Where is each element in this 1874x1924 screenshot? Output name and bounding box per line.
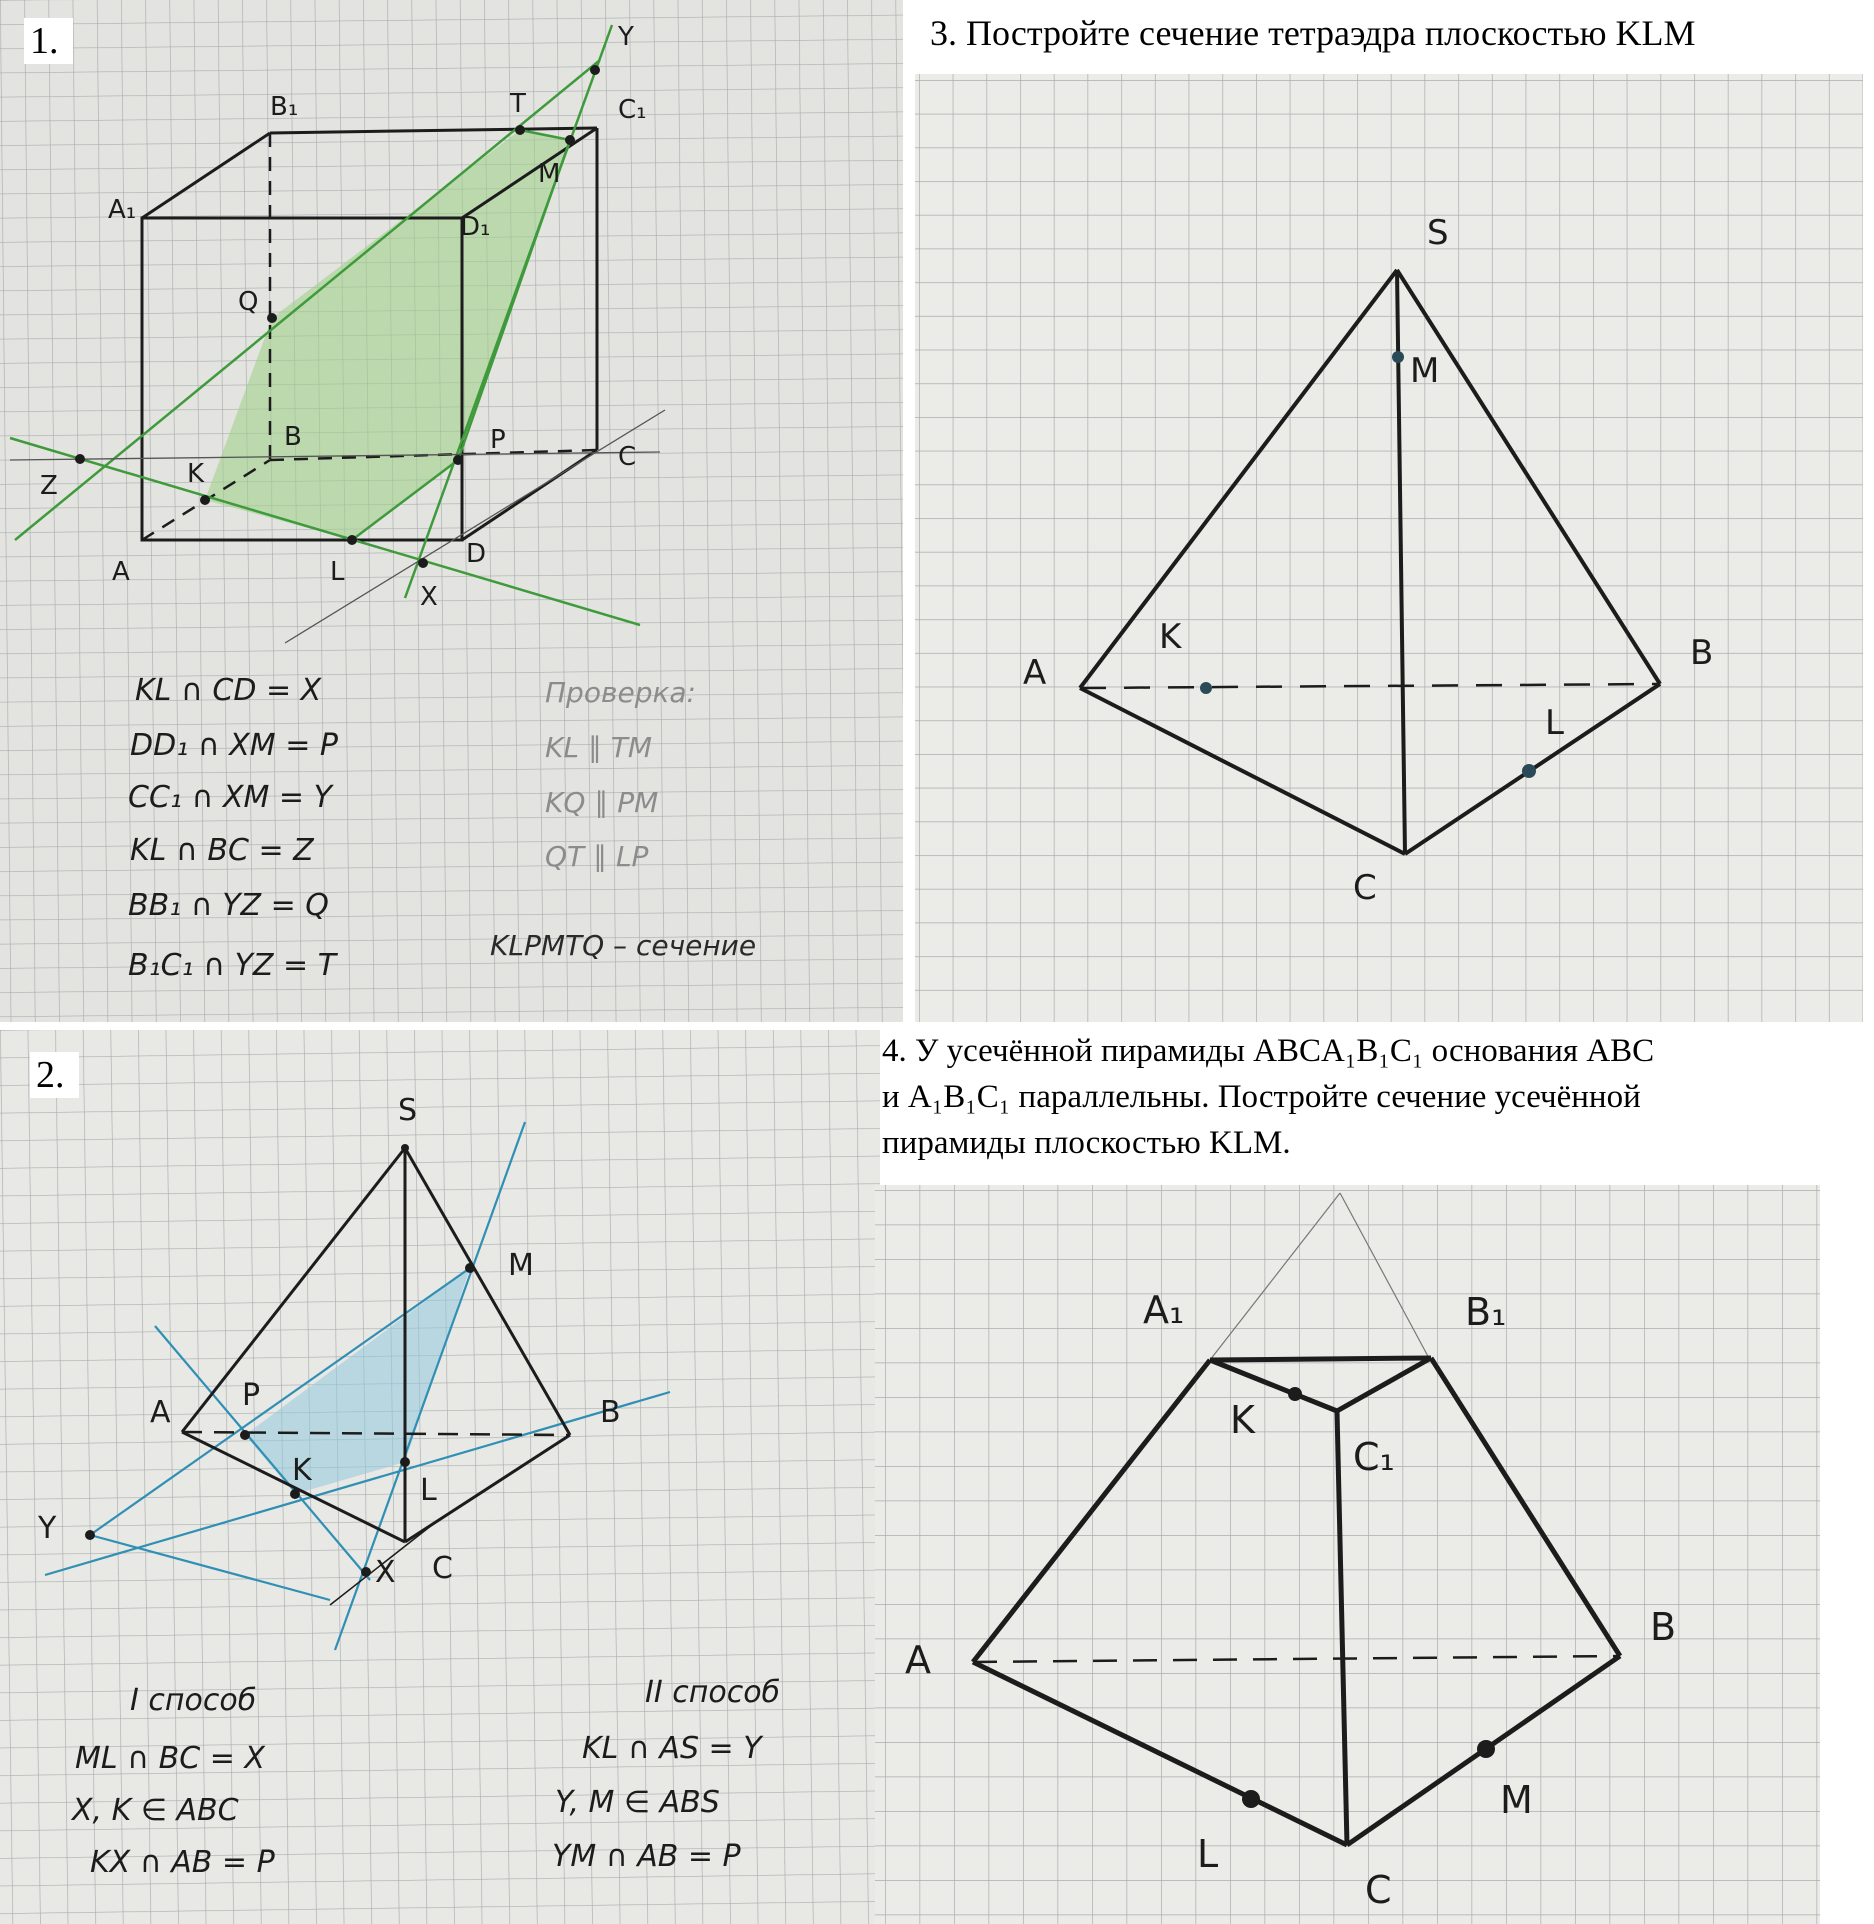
label-C: C — [432, 1551, 453, 1586]
label-L: L — [1545, 703, 1564, 743]
label-B: B — [1650, 1605, 1676, 1649]
method-line: KX ∩ AB = P — [90, 1845, 276, 1880]
solution-step: CC₁ ∩ XM = Y — [128, 780, 335, 815]
statement-text: У усечённой пирамиды ABCA₁B₁C₁ основания… — [915, 1033, 1655, 1069]
marked-points — [75, 65, 600, 568]
method-title: I способ — [130, 1683, 256, 1718]
label-B1: B₁ — [270, 92, 298, 122]
label-C: C — [1365, 1868, 1392, 1912]
label-C1: C₁ — [618, 95, 647, 125]
label-L: L — [330, 557, 345, 587]
problem-number: 2. — [30, 1052, 79, 1098]
label-K: K — [187, 459, 205, 489]
method-line: X, K ∈ ABC — [70, 1793, 239, 1828]
label-C: C — [1353, 868, 1377, 908]
solution-step: KL ∩ CD = X — [135, 673, 323, 708]
label-Q: Q — [238, 287, 258, 317]
label-M: M — [508, 1248, 534, 1283]
label-X: X — [420, 582, 438, 612]
label-K: K — [1159, 617, 1183, 657]
problem-1-photo: A₁ B₁ C₁ D₁ A B C D K L M P Q T X Y Z KL… — [0, 0, 903, 1022]
solution-steps: KL ∩ CD = X DD₁ ∩ XM = P CC₁ ∩ XM = Y KL… — [128, 673, 339, 983]
label-L: L — [1197, 1832, 1218, 1876]
label-P: P — [242, 1378, 260, 1413]
label-B1: B₁ — [1465, 1290, 1506, 1334]
problem-4-photo: A₁ B₁ C₁ A B C K L M — [875, 1185, 1820, 1924]
solution-step: DD₁ ∩ XM = P — [130, 728, 339, 763]
problem-number: 4. — [882, 1033, 907, 1069]
conclusion: KLPMTQ – сечение — [490, 929, 756, 962]
label-B: B — [600, 1395, 621, 1430]
blue-construction-lines — [44, 1121, 671, 1651]
section-fill — [205, 130, 570, 540]
problem-4-statement: 4. У усечённой пирамиды ABCA₁B₁C₁ основа… — [882, 1028, 1862, 1166]
pencil-lines — [9, 409, 666, 644]
problem-3-statement: 3. Постройте сечение тетраэдра плоскость… — [930, 12, 1696, 54]
method-line: Y, M ∈ ABS — [555, 1785, 720, 1820]
check-line: KL ∥ TM — [545, 731, 652, 764]
label-K: K — [1230, 1398, 1256, 1442]
solution-step: B₁C₁ ∩ YZ = T — [128, 948, 339, 983]
label-M: M — [1500, 1778, 1533, 1822]
method-2: II способ KL ∩ AS = Y Y, M ∈ ABS YM ∩ AB… — [552, 1675, 780, 1874]
method-line: KL ∩ AS = Y — [582, 1731, 764, 1766]
label-B: B — [1690, 633, 1713, 673]
label-Z: Z — [40, 471, 58, 501]
extension-BC — [329, 1524, 433, 1606]
given-points — [1242, 1387, 1495, 1808]
label-L: L — [420, 1473, 437, 1508]
label-P: P — [490, 425, 506, 455]
solution-step: BB₁ ∩ YZ = Q — [128, 888, 329, 923]
label-A1: A₁ — [1143, 1288, 1184, 1332]
label-S: S — [398, 1093, 417, 1128]
label-Y: Y — [617, 22, 634, 52]
label-A: A — [112, 557, 130, 587]
label-S: S — [1427, 213, 1449, 253]
hidden-edge-AB — [972, 1654, 1621, 1664]
section-fill — [245, 1268, 470, 1494]
statement-line: 4. У усечённой пирамиды ABCA₁B₁C₁ основа… — [882, 1028, 1862, 1074]
label-D1: D₁ — [460, 212, 490, 242]
frustum-edges — [971, 1355, 1623, 1848]
label-X: X — [375, 1555, 396, 1590]
label-Y: Y — [37, 1511, 57, 1546]
given-points — [1200, 351, 1536, 778]
check-title: Проверка: — [545, 676, 696, 709]
label-A: A — [150, 1395, 171, 1430]
method-line: ML ∩ BC = X — [75, 1741, 266, 1776]
method-line: YM ∩ AB = P — [552, 1839, 742, 1874]
label-M: M — [1410, 351, 1439, 391]
method-title: II способ — [645, 1675, 780, 1710]
check-line: KQ ∥ PM — [545, 786, 658, 819]
check-line: QT ∥ LP — [545, 840, 649, 873]
green-construction-lines — [9, 24, 641, 627]
problem-number: 3. — [930, 13, 957, 53]
problem-3-photo: S A B C M K L — [915, 74, 1863, 1022]
marked-points — [85, 1144, 475, 1577]
problem-number: 1. — [24, 18, 73, 64]
label-T: T — [509, 89, 526, 119]
solution-step: KL ∩ BC = Z — [130, 833, 315, 868]
statement-text: Постройте сечение тетраэдра плоскостью K… — [966, 13, 1696, 53]
label-K: K — [292, 1453, 313, 1488]
label-A: A — [1023, 653, 1046, 693]
method-1: I способ ML ∩ BC = X X, K ∈ ABC KX ∩ AB … — [70, 1683, 276, 1880]
tetrahedron-edges — [180, 1147, 572, 1544]
apex-extension-lines — [1209, 1192, 1431, 1361]
label-D: D — [466, 539, 486, 569]
label-A1: A₁ — [108, 195, 136, 225]
tetrahedron-edges — [1078, 268, 1662, 856]
statement-line: и A₁B₁C₁ параллельны. Постройте сечение … — [882, 1079, 1641, 1115]
label-M: M — [538, 159, 560, 189]
label-A: A — [905, 1638, 931, 1682]
statement-line: пирамиды плоскостью KLM. — [882, 1125, 1291, 1161]
label-B: B — [284, 422, 302, 452]
label-C: C — [618, 442, 636, 472]
hidden-edge-AB — [1079, 682, 1661, 690]
check-block: Проверка: KL ∥ TM KQ ∥ PM QT ∥ LP KLPMTQ… — [490, 676, 756, 962]
problem-2-photo: S A B C M P K L X Y I способ ML ∩ BC = X… — [0, 1030, 880, 1924]
label-C1: C₁ — [1353, 1435, 1395, 1479]
